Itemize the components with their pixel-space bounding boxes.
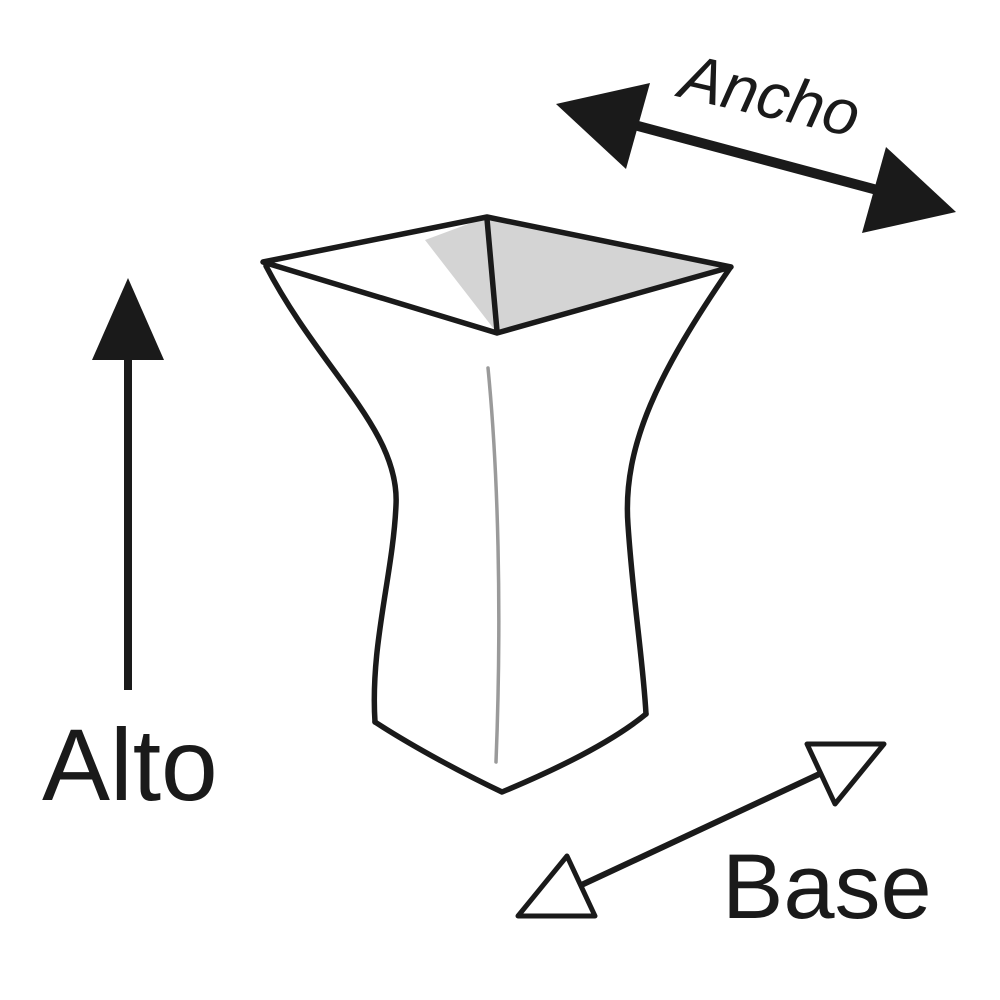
height-arrow — [92, 278, 164, 690]
base-arrow-shaft — [573, 767, 830, 891]
vase-body-right-outline — [624, 265, 733, 717]
vase-body-left-outline — [263, 263, 399, 725]
width-label: Ancho — [670, 39, 867, 151]
height-label: Alto — [42, 708, 218, 822]
vase-rim-inner-edge — [484, 216, 500, 334]
vase-illustration — [260, 214, 734, 795]
base-arrow-head-left — [515, 853, 598, 919]
base-label: Base — [722, 836, 932, 938]
height-arrow-head — [92, 278, 164, 360]
base-arrow — [515, 741, 887, 919]
width-arrow-head-right — [862, 147, 956, 233]
vase-front-edge — [486, 366, 501, 764]
base-arrow-head-right — [804, 741, 887, 807]
width-arrow-head-left — [556, 83, 650, 169]
vase-bottom-outline — [372, 711, 649, 795]
vase-opening-shading — [425, 217, 731, 333]
width-arrow — [556, 83, 956, 233]
width-arrow-shaft — [610, 114, 894, 199]
